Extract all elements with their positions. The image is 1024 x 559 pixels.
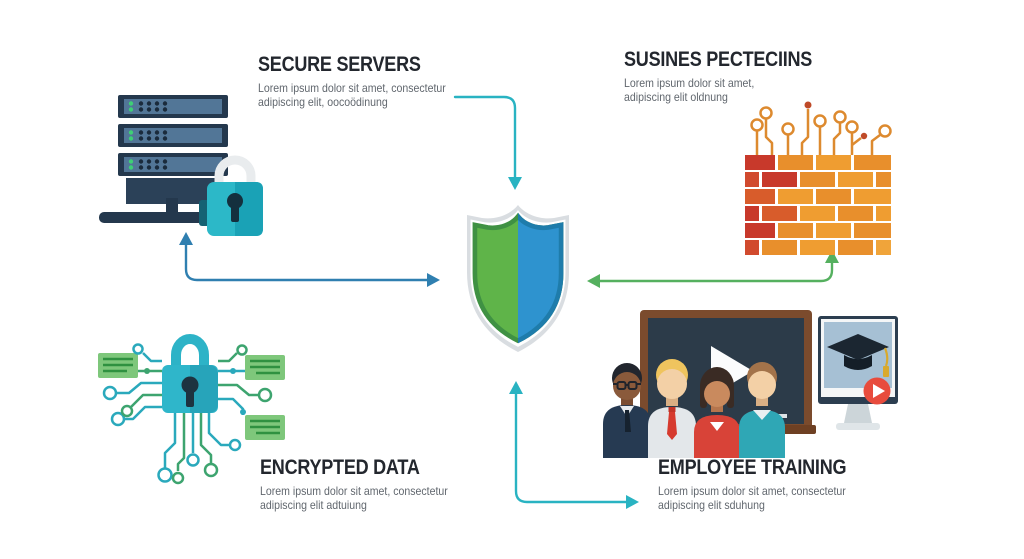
topic-description: Lorem ipsum dolor sit amet,adipiscing el…	[624, 76, 755, 104]
monitor-icon	[818, 316, 898, 430]
topic-title: SECURE SERVERS	[258, 53, 421, 76]
arrowhead-up-icon	[509, 381, 523, 394]
arrowhead-right-icon	[626, 495, 639, 509]
employee-training-icon	[603, 310, 898, 458]
firewall-icon	[745, 101, 892, 255]
arrow-servers-to-shield	[453, 95, 517, 180]
circuit-node-dot	[240, 409, 246, 415]
arrow-shield-to-training	[514, 390, 629, 504]
monitor-stand	[844, 404, 872, 423]
video-play-button-icon	[863, 377, 891, 405]
circuit-node-dot	[144, 368, 150, 374]
server-unit	[118, 124, 228, 147]
arrow-shield-to-firewall	[597, 260, 834, 283]
arrow-shield-to-servers	[184, 241, 430, 282]
circuit-node-dot	[804, 101, 812, 109]
person-figure	[603, 363, 651, 458]
topic-title: ENCRYPTED DATA	[260, 456, 420, 479]
arrowhead-up-icon	[179, 232, 193, 245]
brick-wall	[745, 155, 891, 255]
person-figure	[739, 362, 785, 458]
shield-icon	[467, 205, 569, 352]
circuit-traces	[750, 106, 892, 155]
circuit-node-dot	[860, 132, 868, 140]
server-rack-icon	[99, 95, 263, 236]
glasses-icon	[613, 381, 641, 390]
data-chip	[245, 355, 285, 380]
arrowhead-up-icon	[825, 250, 839, 263]
connector-arrowheads	[179, 177, 839, 509]
padlock-icon	[207, 155, 263, 236]
padlock-icon	[162, 334, 218, 413]
topic-title: SUSINES PECTECIINS	[624, 48, 813, 71]
server-unit	[118, 153, 228, 176]
graduation-cap-icon	[827, 334, 889, 377]
topic-business-protections: SUSINES PECTECIINS Lorem ipsum dolor sit…	[624, 48, 843, 104]
topic-encrypted-data: ENCRYPTED DATA Lorem ipsum dolor sit ame…	[260, 456, 473, 512]
person-figure	[648, 359, 696, 458]
circuit-node-dot	[230, 368, 236, 374]
data-chip	[245, 415, 285, 440]
arrowhead-right-icon	[427, 273, 440, 287]
connector-lines	[184, 95, 834, 504]
data-chip	[98, 353, 138, 378]
topic-employee-training: EMPLOYEE TRAINING Lorem ipsum dolor sit …	[658, 456, 877, 512]
server-unit	[118, 95, 228, 118]
topic-secure-servers: SECURE SERVERS Lorem ipsum dolor sit ame…	[258, 53, 471, 109]
arrowhead-left-icon	[587, 274, 600, 288]
tie	[667, 412, 677, 440]
encrypted-data-icon	[98, 334, 285, 485]
topic-title: EMPLOYEE TRAINING	[658, 456, 847, 479]
person-figure	[694, 367, 740, 458]
arrowhead-down-icon	[508, 177, 522, 190]
